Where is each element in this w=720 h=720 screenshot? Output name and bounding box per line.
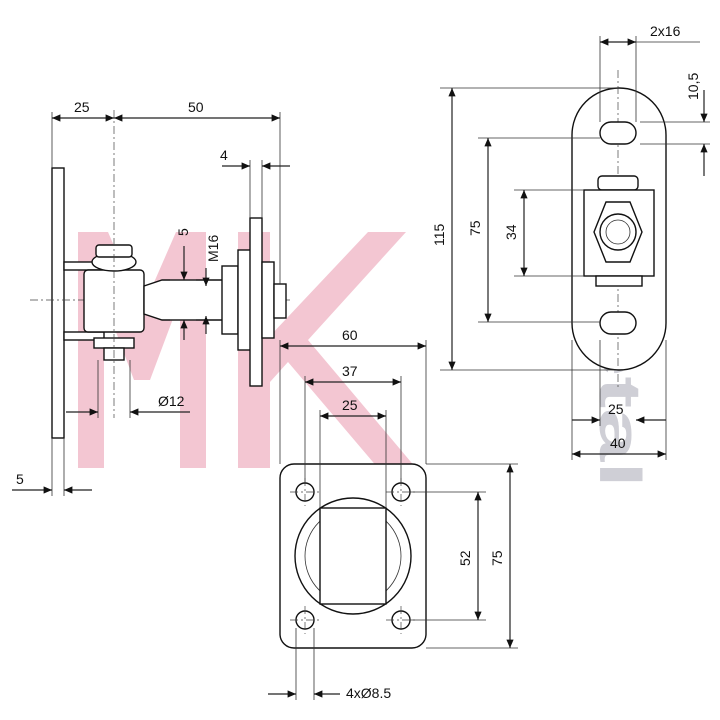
base-view (279, 463, 427, 649)
square-post-section (319, 507, 387, 605)
dim-4-side: 4 (220, 147, 228, 163)
dim-37: 37 (342, 363, 358, 379)
dim-slot-2x16: 2x16 (650, 23, 681, 39)
dim-5-horizontal: 5 (16, 471, 24, 487)
dim-25-base: 25 (342, 397, 358, 413)
side-dims (12, 112, 290, 496)
dim-115: 115 (431, 223, 447, 246)
dim-thread-m16: M16 (205, 235, 221, 262)
dim-60: 60 (342, 327, 358, 343)
dim-holes-4x8-5: 4xØ8.5 (346, 685, 391, 701)
dim-50-side: 50 (188, 99, 204, 115)
plate-view (571, 70, 667, 390)
gate-plate (249, 217, 263, 387)
dim-40-plate: 40 (610, 435, 626, 451)
threaded-shaft (143, 279, 229, 321)
dim-25-side: 25 (74, 99, 90, 115)
base-dims (268, 340, 518, 700)
dim-dia12: Ø12 (158, 393, 185, 409)
dim-75-base: 75 (489, 550, 505, 566)
plate-dims (440, 36, 710, 460)
dim-75-plate: 75 (467, 220, 483, 236)
dim-34: 34 (503, 224, 519, 240)
dim-5-vertical: 5 (175, 228, 191, 236)
dim-52: 52 (457, 550, 473, 566)
dim-10-5: 10,5 (685, 73, 701, 100)
dim-25-plate: 25 (608, 401, 624, 417)
side-view (30, 110, 290, 439)
upper-slot (599, 121, 637, 145)
wall-plate (51, 167, 65, 439)
lower-slot (599, 311, 637, 335)
